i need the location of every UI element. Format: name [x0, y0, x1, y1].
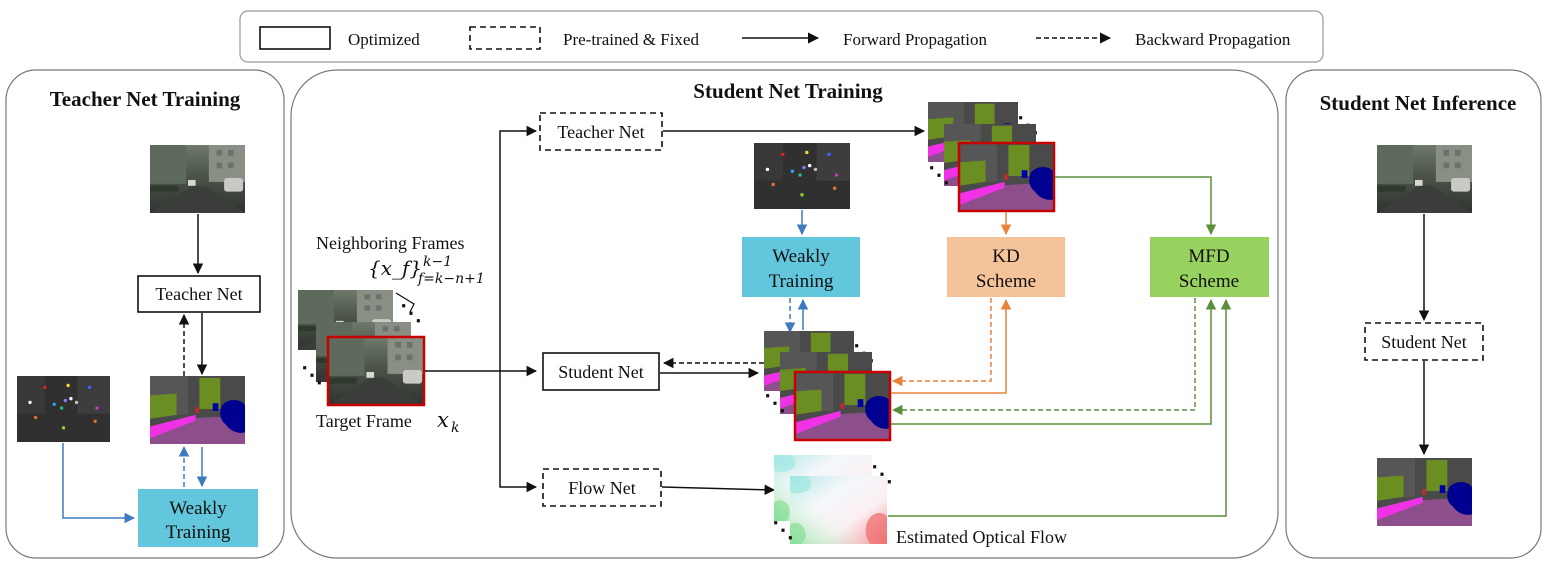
legend-pretrained-swatch — [469, 26, 541, 50]
pred-dots-bottom: ⋱ — [764, 390, 786, 415]
neighboring-frames-sup: k−1 — [423, 254, 452, 270]
legend-optimized-label: Optimized — [348, 30, 420, 49]
kd-line2: Scheme — [976, 271, 1036, 292]
teacher-panel-title: Teacher Net Training — [50, 87, 241, 111]
teacher-seg-output — [150, 376, 245, 444]
student-inference-panel: Student Net Inference Student Net — [1285, 69, 1542, 559]
legend-forward-label: Forward Propagation — [843, 30, 988, 49]
flow-net-label: Flow Net — [568, 478, 636, 498]
flow-net-box — [542, 468, 662, 507]
mfd-line2: Scheme — [1179, 271, 1239, 292]
teacher-net-label: Teacher Net — [155, 284, 242, 304]
arrow-preds-to-mfd — [891, 298, 1217, 425]
frame-dots-top: ⋱ — [400, 300, 422, 325]
teacher-net-box — [137, 275, 261, 313]
teacher-input-image — [150, 145, 245, 213]
arrow-mfd-backward — [891, 298, 1196, 416]
neighboring-frames-set: {x_f} — [368, 256, 422, 280]
legend-pretrained-label: Pre-trained & Fixed — [563, 30, 699, 49]
flow-dots-bottom: ⋱ — [772, 517, 794, 542]
mfd-line1: MFD — [1188, 246, 1229, 267]
target-frame-var: x — [437, 408, 449, 432]
inference-student-net-box — [1364, 322, 1484, 361]
teacher-weakly-line1: Weakly — [169, 498, 227, 519]
teacher-soft-label-target — [959, 143, 1054, 211]
arrow-sparse-to-weakly — [62, 443, 136, 524]
arrow-kd-backward — [891, 298, 992, 387]
optical-flow-label: Estimated Optical Flow — [896, 527, 1067, 547]
legend-backward-label: Backward Propagation — [1135, 30, 1291, 49]
student-pred-target — [795, 372, 890, 440]
arrow-frame-to-flow — [499, 371, 538, 493]
legend-optimized-swatch — [259, 26, 331, 50]
inference-input-image — [1377, 145, 1472, 213]
student-weakly-line1: Weakly — [772, 246, 830, 267]
teacher-weakly-training-box — [138, 489, 258, 547]
target-frame-sub: k — [451, 420, 459, 436]
arrow-preds-to-kd — [891, 298, 1012, 394]
student-weakly-line2: Training — [769, 271, 834, 292]
optical-flow-2 — [790, 476, 887, 544]
student-pred-highlight — [793, 370, 892, 442]
student-teacher-net-label: Teacher Net — [557, 122, 644, 142]
arrow-flow-to-mfd — [888, 298, 1232, 517]
inference-panel-title: Student Net Inference — [1320, 91, 1517, 115]
target-frame-label: Target Frame — [316, 411, 412, 431]
teacher-training-panel: Teacher Net Training Teacher Net Weakly … — [5, 69, 285, 559]
kd-scheme-box — [947, 237, 1065, 297]
arrow-frame-to-teacher — [499, 125, 538, 371]
teacher-soft-label-highlight — [957, 141, 1056, 213]
teacher-weakly-line2: Training — [166, 522, 231, 543]
student-weakly-training-box — [742, 237, 860, 297]
student-net-box — [542, 352, 660, 391]
legend: Optimized Pre-trained & Fixed Forward Pr… — [239, 10, 1324, 63]
student-panel-title: Student Net Training — [693, 79, 883, 103]
soft-label-dots-bottom: ⋱ — [928, 162, 950, 187]
neighboring-frames-label: Neighboring Frames — [316, 233, 464, 253]
target-frame-highlight — [326, 335, 426, 407]
target-frame-image — [328, 337, 424, 405]
inference-panel-frame — [1285, 69, 1542, 559]
neighboring-frames-sub: f=k−n+1 — [417, 271, 485, 287]
student-sparse-label-image — [754, 143, 850, 209]
arrow-flow-net-to-flow — [661, 484, 776, 495]
mfd-scheme-box — [1150, 237, 1269, 297]
inference-seg-output — [1377, 458, 1472, 526]
student-net-label: Student Net — [558, 362, 644, 382]
inference-student-net-label: Student Net — [1381, 332, 1467, 352]
frame-dots-bottom: ⋱ — [301, 362, 323, 387]
kd-line1: KD — [992, 246, 1019, 267]
student-teacher-net-box — [539, 112, 663, 151]
teacher-panel-frame — [5, 69, 285, 559]
teacher-sparse-label-image — [17, 376, 110, 442]
student-training-panel: Student Net Training Neighboring Frames … — [290, 69, 1279, 559]
arrow-soft-to-mfd — [1055, 176, 1217, 236]
neighboring-brace — [395, 292, 415, 313]
